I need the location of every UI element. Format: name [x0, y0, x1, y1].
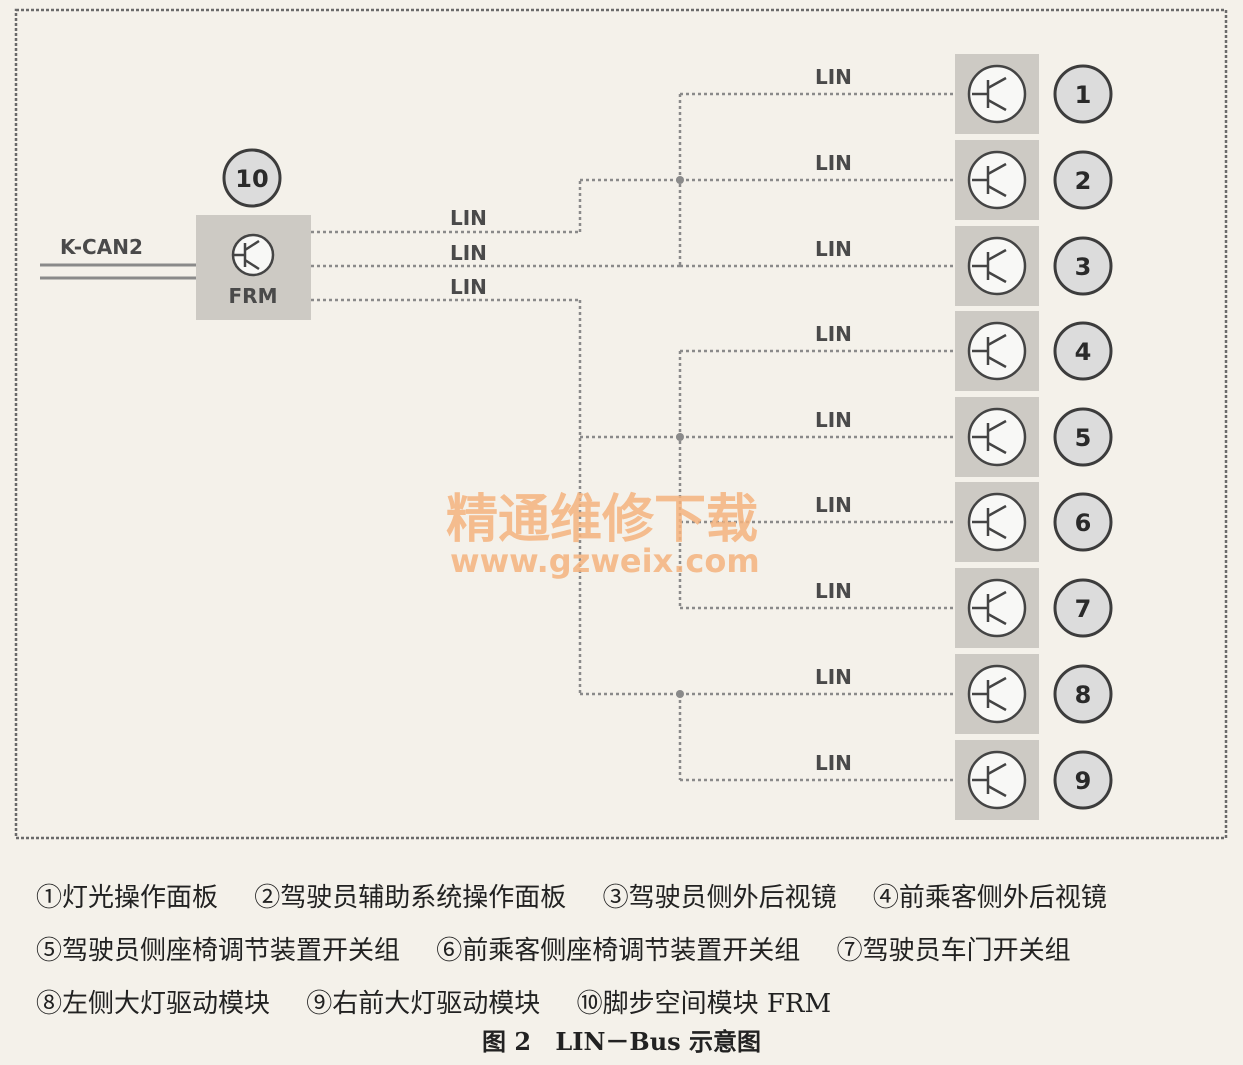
- legend-item-8: ⑧左侧大灯驱动模块: [36, 989, 271, 1019]
- module-7-transistor-icon: [967, 578, 1027, 638]
- legend-item-3: ③驾驶员侧外后视镜: [602, 883, 837, 913]
- lin-label-5: LIN: [815, 408, 852, 432]
- figure-number: 图 2: [481, 1027, 532, 1056]
- lin-label-4: LIN: [815, 322, 852, 346]
- legend-item-2: ②驾驶员辅助系统操作面板: [254, 883, 567, 913]
- module-8-badge: [1053, 664, 1113, 724]
- module-2-transistor-icon: [967, 150, 1027, 210]
- module-5-transistor-icon: [967, 407, 1027, 467]
- module-6-number: 6: [1075, 509, 1092, 537]
- module-4-number: 4: [1075, 338, 1092, 366]
- module-column: 1 2 3 4 5 6 7: [955, 54, 1113, 820]
- module-2-badge: [1053, 150, 1113, 210]
- k-can2-label: K-CAN2: [60, 235, 143, 259]
- lin-label-1: LIN: [815, 65, 852, 89]
- module-4-badge: [1053, 321, 1113, 381]
- lin-bus-diagram: K-CAN2 FRM 10 LIN LIN LIN LIN LIN LIN: [14, 8, 1228, 840]
- module-6-badge: [1053, 492, 1113, 552]
- module-1-badge: [1053, 64, 1113, 124]
- module-3-number: 3: [1075, 253, 1092, 281]
- figure-title: LIN－Bus 示意图: [555, 1027, 762, 1056]
- frm-number-badge: [222, 148, 282, 208]
- module-8-number: 8: [1075, 681, 1092, 709]
- module-2-number: 2: [1075, 167, 1092, 195]
- legend-item-4: ④前乘客侧外后视镜: [872, 883, 1107, 913]
- module-1-transistor-icon: [967, 64, 1027, 124]
- lin-label-2: LIN: [815, 151, 852, 175]
- module-5-badge: [1053, 407, 1113, 467]
- lin-label-frm-1: LIN: [450, 206, 487, 230]
- module-6-transistor-icon: [967, 492, 1027, 552]
- legend-item-7: ⑦驾驶员车门开关组: [836, 936, 1071, 966]
- legend-item-6: ⑥前乘客侧座椅调节装置开关组: [436, 936, 801, 966]
- frm-number: 10: [235, 165, 268, 193]
- lin-label-frm-2: LIN: [450, 241, 487, 265]
- frm-module: FRM: [196, 215, 311, 320]
- figure-caption: 图 2 LIN－Bus 示意图: [0, 1022, 1243, 1057]
- diagram-frame: [14, 8, 1228, 840]
- frm-label: FRM: [229, 284, 278, 308]
- watermark-url: www.gzweix.com: [450, 542, 760, 580]
- module-5-number: 5: [1075, 424, 1092, 452]
- module-4-transistor-icon: [967, 321, 1027, 381]
- watermark-text: 精通维修下载: [446, 490, 758, 550]
- lin-label-9: LIN: [815, 751, 852, 775]
- module-9-number: 9: [1075, 767, 1092, 795]
- module-9-badge: [1053, 750, 1113, 810]
- module-7-number: 7: [1075, 595, 1092, 623]
- module-9-transistor-icon: [967, 750, 1027, 810]
- module-3-transistor-icon: [967, 236, 1027, 296]
- legend: ①灯光操作面板 ②驾驶员辅助系统操作面板 ③驾驶员侧外后视镜 ④前乘客侧外后视镜…: [36, 872, 1216, 1031]
- module-7-badge: [1053, 578, 1113, 638]
- legend-item-9: ⑨右前大灯驱动模块: [306, 989, 541, 1019]
- lin-label-8: LIN: [815, 665, 852, 689]
- legend-item-1: ①灯光操作面板: [36, 883, 219, 913]
- legend-item-5: ⑤驾驶员侧座椅调节装置开关组: [36, 936, 401, 966]
- lin-label-frm-3: LIN: [450, 275, 487, 299]
- module-1-number: 1: [1075, 81, 1092, 109]
- lin-label-7: LIN: [815, 579, 852, 603]
- module-8-transistor-icon: [967, 664, 1027, 724]
- lin-label-3: LIN: [815, 237, 852, 261]
- legend-item-10: ⑩脚步空间模块 FRM: [576, 989, 832, 1019]
- lin-label-6: LIN: [815, 493, 852, 517]
- module-3-badge: [1053, 236, 1113, 296]
